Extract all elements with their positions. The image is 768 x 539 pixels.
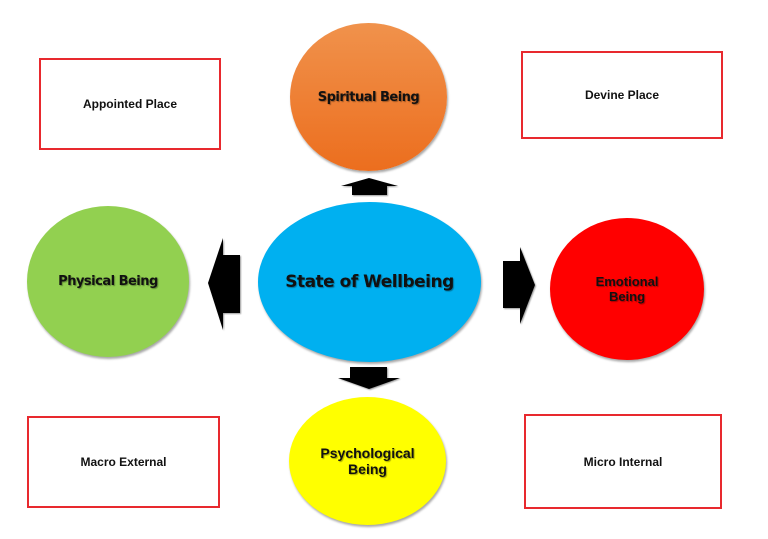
appointed-place-label: Appointed Place — [82, 97, 177, 111]
arrow-up-icon — [341, 178, 398, 195]
devine-place-box: Devine Place — [521, 51, 723, 139]
physical-being-node: Physical Being — [27, 206, 189, 357]
micro-internal-label: Micro Internal — [583, 454, 663, 469]
arrow-right-icon — [503, 247, 535, 324]
state-of-wellbeing-node: State of Wellbeing — [258, 202, 481, 362]
macro-external-label: Macro External — [80, 455, 167, 469]
spiritual-being-label: Spiritual Being — [317, 89, 420, 105]
physical-being-label: Physical Being — [58, 274, 158, 289]
psychological-being-node: Psychological Being — [289, 397, 446, 525]
arrow-left-icon — [208, 238, 240, 330]
devine-place-label: Devine Place — [584, 88, 660, 102]
spiritual-being-node: Spiritual Being — [290, 23, 447, 171]
psychological-being-label: Psychological Being — [320, 445, 415, 477]
appointed-place-box: Appointed Place — [39, 58, 221, 150]
emotional-being-label: Emotional Being — [595, 274, 659, 304]
arrow-down-icon — [338, 367, 400, 389]
macro-external-box: Macro External — [27, 416, 220, 508]
micro-internal-box: Micro Internal — [524, 414, 722, 509]
state-of-wellbeing-label: State of Wellbeing — [285, 272, 454, 292]
emotional-being-node: Emotional Being — [550, 218, 704, 360]
